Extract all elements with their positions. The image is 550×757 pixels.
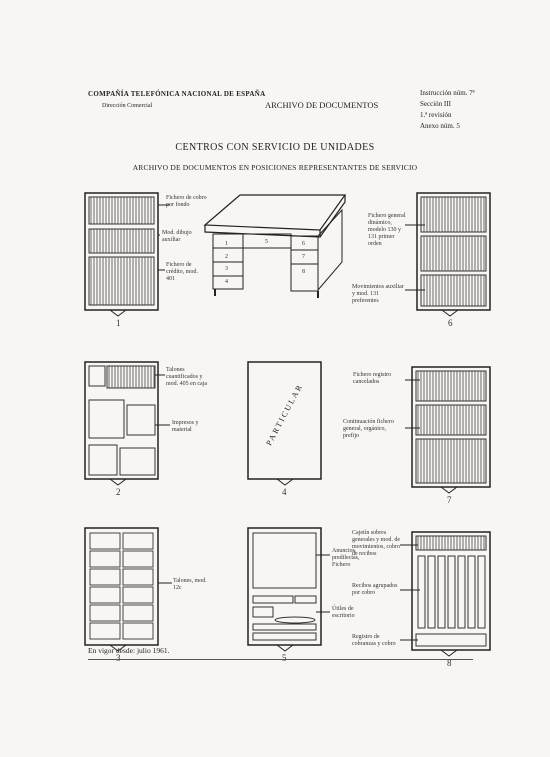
- desk-drawing: [203, 194, 347, 298]
- footer-rule: [88, 659, 473, 660]
- figure-8-label: Cajetín sobres generales y mod. de movim…: [352, 530, 400, 557]
- figure-5-cabinet: [247, 527, 330, 652]
- desk-drawer-number: 3: [225, 266, 228, 272]
- figure-4-number: 4: [282, 487, 287, 497]
- department-name: Dirección Comercial: [102, 103, 153, 109]
- figure-1-label: Fichero de crédito, mod. 401: [166, 262, 198, 282]
- annex-number: Anexo núm. 5: [420, 122, 460, 130]
- figure-4-private-cabinet: [247, 361, 322, 486]
- desk-drawer-number: 2: [225, 254, 228, 260]
- desk-drawer-number: 5: [265, 239, 268, 245]
- figure-8-label: Recibos agrupados por cobro: [352, 583, 398, 596]
- figure-3-cabinet: [84, 527, 172, 652]
- instruction-block: Instrucción núm. 7ª Sección III 1.ª revi…: [420, 88, 475, 132]
- figure-5-label: Anuncios, predilectas, Fichero: [332, 548, 360, 568]
- figure-5-number: 5: [282, 653, 287, 663]
- figure-6-label: Movimientos auxiliar y mod. 131 preferen…: [352, 284, 404, 304]
- section-number: Sección III: [420, 100, 451, 108]
- page-title: CENTROS CON SERVICIO DE UNIDADES: [175, 142, 375, 153]
- figure-1-label: Mod. dibujo auxiliar: [162, 230, 192, 243]
- figure-1-label: Fichero de cobro por fondo: [166, 195, 207, 208]
- figure-7-cabinet: [405, 366, 491, 494]
- desk-drawer-number: 8: [302, 269, 305, 275]
- revision-number: 1.ª revisión: [420, 111, 452, 119]
- desk-drawer-number: 1: [225, 241, 228, 247]
- figure-8-label: Registro de cobranzas y cobro: [352, 634, 396, 647]
- figure-2-label: Talones cuantificados y mod. 405 en caja: [166, 367, 207, 387]
- archive-title: ARCHIVO DE DOCUMENTOS: [265, 100, 379, 110]
- instruction-number: Instrucción núm. 7ª: [420, 89, 475, 97]
- figure-3-number: 3: [116, 653, 121, 663]
- figure-8-cabinet: [400, 531, 491, 657]
- desk-drawer-number: 7: [302, 254, 305, 260]
- figure-5-label: Útiles de escritorio: [332, 606, 355, 619]
- figure-8-number: 8: [447, 658, 452, 668]
- company-name: COMPAÑÍA TELEFÓNICA NACIONAL DE ESPAÑA: [88, 90, 266, 98]
- figure-1-cabinet: [84, 192, 170, 317]
- figure-7-label: Fichero registro cancelados: [353, 372, 392, 385]
- figure-1-number: 1: [116, 318, 121, 328]
- figure-3-label: Talones, mod. 12c: [173, 578, 207, 591]
- figure-6-label: Fichero general dinámico, modelo 130 y 1…: [368, 213, 406, 247]
- figure-7-number: 7: [447, 495, 452, 505]
- figure-2-label: Impresos y material: [172, 420, 199, 433]
- figure-2-cabinet: [84, 361, 170, 486]
- figure-6-number: 6: [448, 318, 453, 328]
- figure-7-label: Continuación fichero general, orgánico, …: [343, 419, 394, 439]
- figure-6-cabinet: [405, 192, 491, 317]
- desk-drawer-number: 4: [225, 279, 228, 285]
- page-subtitle: ARCHIVO DE DOCUMENTOS EN POSICIONES REPR…: [132, 163, 418, 172]
- figure-2-number: 2: [116, 487, 121, 497]
- effective-date: En vigor desde: julio 1961.: [88, 646, 170, 655]
- desk-drawer-number: 6: [302, 241, 305, 247]
